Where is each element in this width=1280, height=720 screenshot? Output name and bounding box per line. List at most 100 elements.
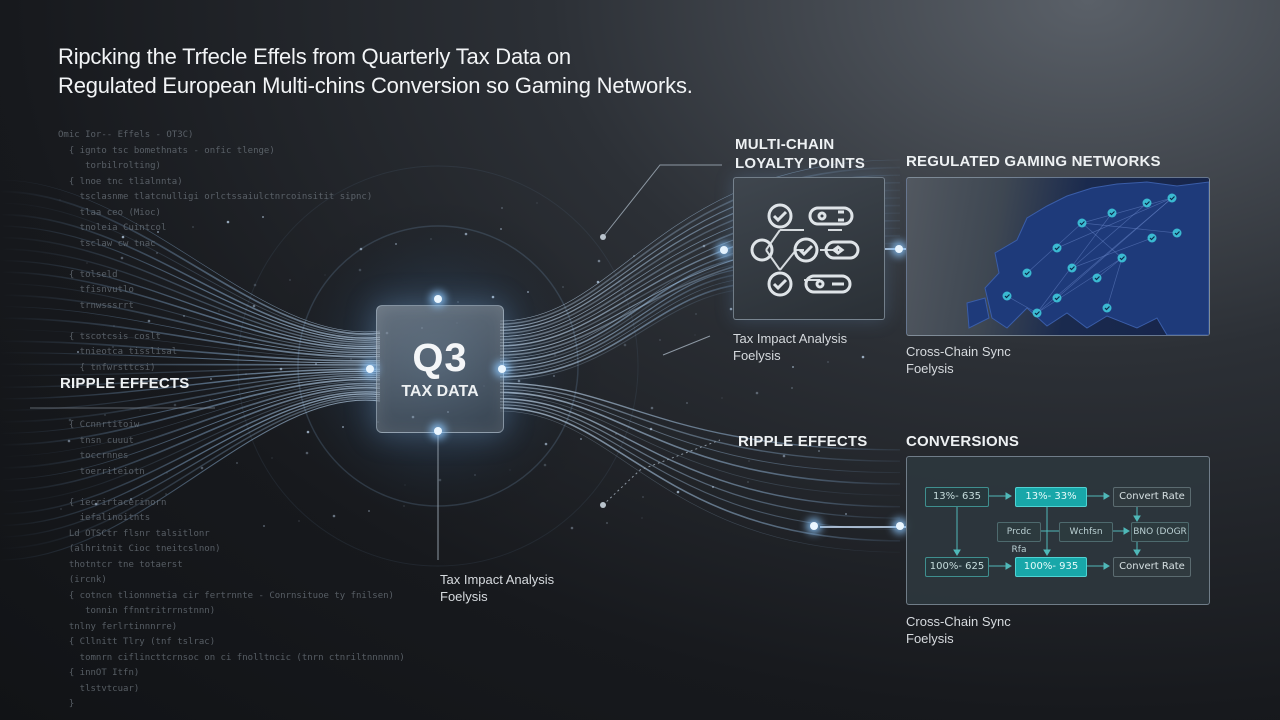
stream-line-left <box>0 306 381 356</box>
conv-node-r3c2[interactable]: 100%- 935 <box>1015 557 1087 577</box>
map-check-node-icon <box>1077 218 1087 228</box>
conv-node-r1c2[interactable]: 13%- 33% <box>1015 487 1087 507</box>
particle <box>173 403 177 407</box>
particle <box>536 202 538 204</box>
particle <box>827 361 829 363</box>
particle <box>641 517 643 519</box>
stream-line-left <box>0 389 381 503</box>
stream-line-left <box>0 363 381 366</box>
q3-tax-data-node[interactable]: Q3 TAX DATA <box>376 305 504 433</box>
loyalty-chain-diagram <box>750 203 860 297</box>
particle <box>748 460 750 462</box>
particle <box>649 427 653 431</box>
stream-line-left <box>0 202 381 337</box>
stream-line-left <box>0 317 381 358</box>
particle <box>165 493 167 495</box>
particle <box>729 307 733 311</box>
particle <box>517 379 521 383</box>
stream-line-left <box>0 381 381 457</box>
map-check-node-icon <box>1022 268 1032 278</box>
conversions-heading: CONVERSIONS <box>906 433 1020 450</box>
particle <box>279 367 283 371</box>
particle <box>562 286 564 288</box>
stream-line-right <box>499 388 901 474</box>
particle <box>623 343 627 347</box>
particle <box>183 315 185 317</box>
particle <box>263 525 265 527</box>
particle <box>596 280 600 284</box>
particle <box>253 283 257 287</box>
map-check-node-icon <box>1147 233 1157 243</box>
particle <box>130 498 132 500</box>
particle <box>332 514 336 518</box>
particle <box>659 339 661 341</box>
particle <box>702 244 706 248</box>
glow-node-conv <box>896 522 904 530</box>
connector-loyalty-top <box>602 164 722 238</box>
particle <box>77 351 79 353</box>
particle <box>695 313 697 315</box>
loyalty-caption-line-2: Foelysis <box>733 348 781 363</box>
conv-node-r2c2[interactable]: Wchfsn <box>1059 522 1113 542</box>
ripple-effects-left-label: RIPPLE EFFECTS <box>60 375 190 392</box>
ripple-effects-right-label: RIPPLE EFFECTS <box>738 433 868 450</box>
stream-line-right <box>499 251 761 359</box>
particle <box>589 349 591 351</box>
particle <box>474 474 476 476</box>
title-line-1: Ripcking the Trfecle Effels from Quarter… <box>58 44 571 69</box>
tax-data-label: TAX DATA <box>401 383 479 400</box>
stream-line-right <box>499 277 761 375</box>
stream-line-right <box>499 159 901 322</box>
map-link <box>1056 197 1173 249</box>
map-link <box>1071 237 1153 269</box>
particle <box>438 478 442 482</box>
stream-line-left <box>0 399 381 561</box>
stream-line-left <box>0 225 381 341</box>
map-check-node-icon <box>1032 308 1042 318</box>
stream-line-left <box>0 259 381 348</box>
particle <box>226 220 230 224</box>
stream-line-left <box>0 366 381 377</box>
stream-line-right <box>499 266 761 369</box>
loyalty-points-panel[interactable] <box>733 177 885 320</box>
europe-network-map[interactable] <box>906 177 1210 336</box>
particle <box>157 231 159 233</box>
particle <box>121 235 125 239</box>
particle <box>553 375 555 377</box>
particle <box>747 481 749 483</box>
particle <box>305 451 309 455</box>
conv-node-r3c1[interactable]: 100%- 625 <box>925 557 989 577</box>
conv-node-r3c3[interactable]: Convert Rate <box>1113 557 1191 577</box>
particle <box>156 252 158 254</box>
conv-node-r1c3[interactable]: Convert Rate <box>1113 487 1191 507</box>
conv-node-r1c1[interactable]: 13%- 635 <box>925 487 989 507</box>
node-network-icon <box>750 237 860 263</box>
stream-line-left <box>0 391 381 515</box>
connector-dot <box>600 234 606 240</box>
map-check-node-icon <box>1067 263 1077 273</box>
stream-line-left <box>0 352 381 364</box>
conv-node-r2c3[interactable]: BNO (DOGR <box>1131 522 1189 542</box>
regulated-networks-heading: REGULATED GAMING NETWORKS <box>906 153 1161 170</box>
stream-line-left <box>0 340 381 362</box>
stream-line-left <box>0 179 381 333</box>
particle <box>359 247 363 251</box>
conv-node-r2c1[interactable]: Prcdc Rfa <box>997 522 1041 555</box>
bottom-caption: Tax Impact Analysis Foelysis <box>440 571 554 605</box>
stream-line-left <box>0 376 381 434</box>
particle <box>324 274 326 276</box>
particle <box>192 226 194 228</box>
particle <box>166 472 168 474</box>
particle <box>712 486 714 488</box>
stream-line-left <box>0 236 381 344</box>
particle <box>252 304 256 308</box>
stream-line-right <box>499 397 901 508</box>
map-check-node-icon <box>1117 253 1127 263</box>
stream-line-left <box>0 395 381 538</box>
stream-line-right <box>499 271 761 372</box>
conversions-panel[interactable]: 13%- 635 13%- 33% Convert Rate Prcdc Rfa… <box>906 456 1210 605</box>
stream-line-right <box>499 385 901 462</box>
connector-loyalty-caption <box>662 335 711 356</box>
map-caption: Cross-Chain Sync Foelysis <box>906 343 1011 377</box>
loyalty-caption: Tax Impact Analysis Foelysis <box>733 330 847 364</box>
